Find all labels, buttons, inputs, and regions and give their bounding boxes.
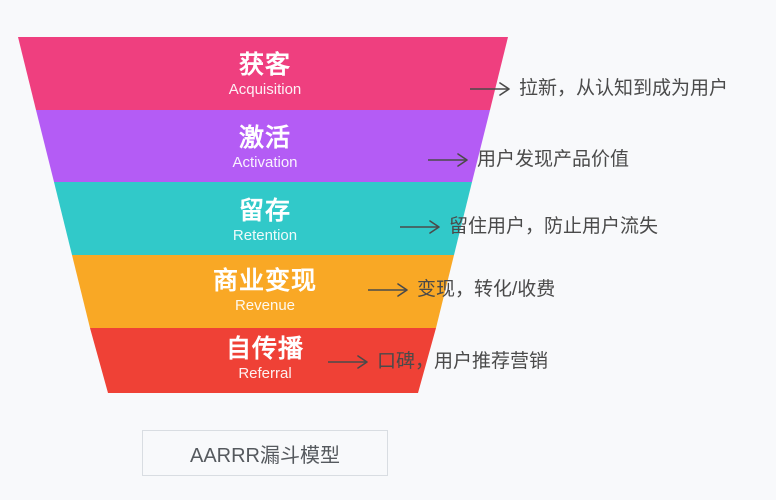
arrow-revenue: [368, 283, 408, 297]
arrow-referral: [328, 355, 368, 369]
annotation-acquisition: 拉新，从认知到成为用户: [519, 78, 729, 99]
annotation-revenue: 变现，转化/收费: [417, 279, 556, 300]
arrow-acquisition: [470, 82, 510, 96]
funnel-band-retention: [54, 182, 472, 255]
arrow-activation: [428, 153, 468, 167]
funnel-band-revenue: [72, 255, 454, 328]
funnel-band-acquisition: [18, 37, 508, 110]
caption-box: AARRR漏斗模型: [142, 430, 388, 476]
funnel-band-activation: [36, 110, 490, 182]
annotation-activation: 用户发现产品价值: [477, 149, 630, 170]
annotation-referral: 口碑，用户推荐营销: [377, 351, 549, 372]
funnel-band-referral: [90, 328, 436, 393]
caption-text: AARRR漏斗模型: [189, 444, 340, 467]
arrow-retention: [400, 220, 440, 234]
annotation-retention: 留住用户，防止用户流失: [449, 216, 659, 237]
